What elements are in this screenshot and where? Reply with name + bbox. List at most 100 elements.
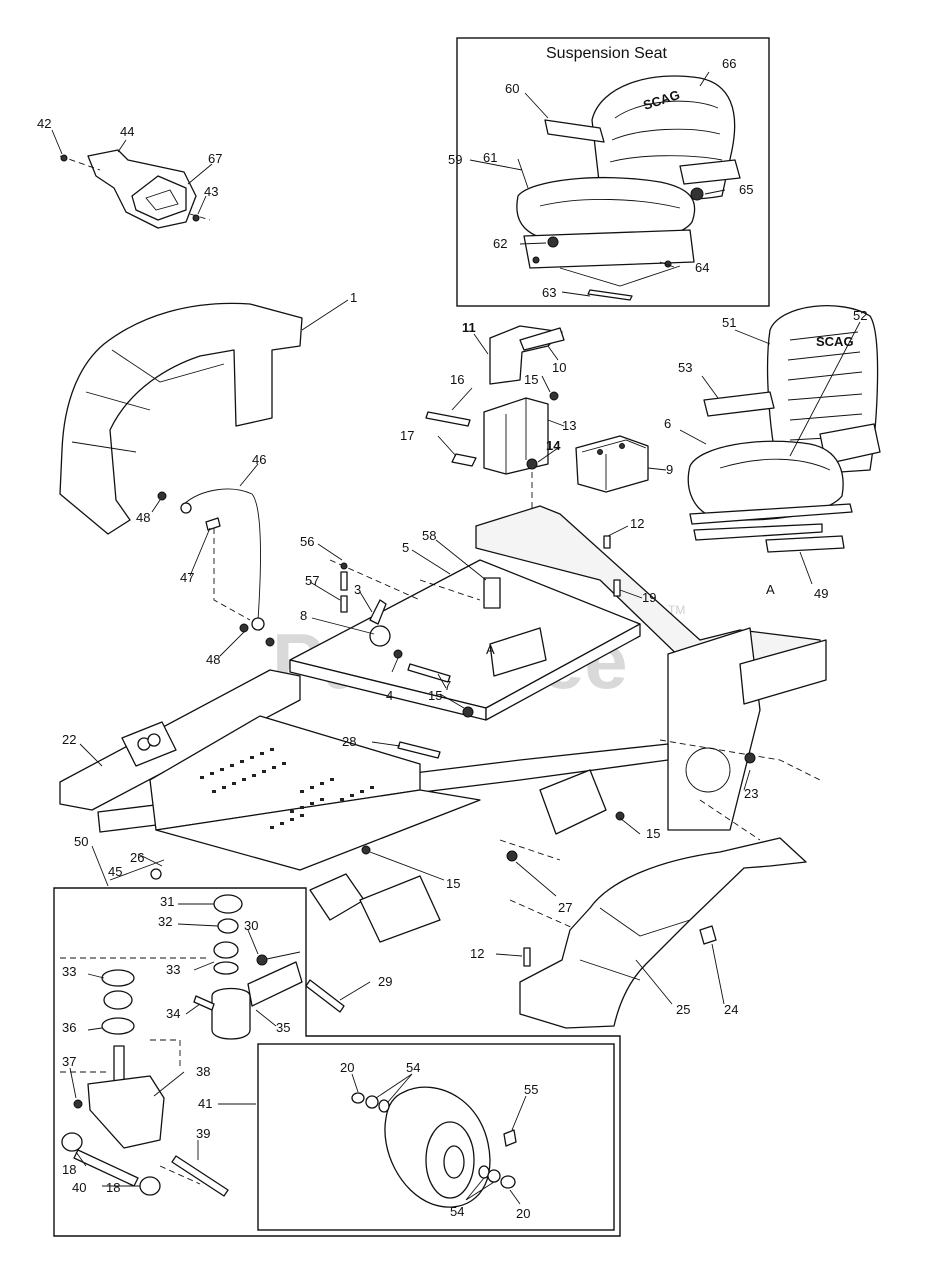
callout-39: 39 (196, 1126, 210, 1141)
nut-15d (615, 811, 625, 821)
cable-terminal (251, 617, 265, 631)
wheel-assembly-group: 41 20 54 55 54 20 (198, 1043, 615, 1231)
callout-7: 7 (444, 678, 451, 693)
nut-15c (361, 845, 371, 855)
floor-plate-26-perforations (200, 748, 374, 829)
washer-20b (500, 1175, 516, 1189)
frame-alignment-dashes (329, 559, 821, 960)
callout-30: 30 (244, 918, 258, 933)
callout-40: 40 (72, 1180, 86, 1195)
callout-1-leader (301, 299, 349, 331)
valve-55 (503, 1129, 517, 1147)
suspension-seat-rod (587, 289, 633, 301)
caster-assembly-group: 50 45 31 32 30 33 33 34 35 36 37 38 39 1… (53, 834, 621, 1237)
tube-35 (211, 987, 251, 1040)
frame-bracket-right (739, 639, 827, 705)
suspension-seat-cushion-seam (539, 199, 681, 209)
frame-leaders (79, 525, 751, 1001)
caster-mount-right (309, 873, 365, 921)
bracket-13 (483, 397, 549, 475)
callout-46: 46 (252, 452, 266, 467)
bolt-16 (425, 411, 471, 427)
armrest-53 (703, 391, 775, 417)
battery-cable-46 (183, 488, 261, 621)
main-frame-group: 5 58 56 57 3 8 A 7 4 15 12 19 22 28 23 1… (59, 505, 827, 1013)
suspension-seat-group: Suspension Seat SCAG 66 60 59 61 65 62 6… (448, 37, 770, 307)
bearing-33a (213, 941, 239, 959)
callout-33b: 33 (62, 964, 76, 979)
callout-58: 58 (422, 528, 436, 543)
callout-12b: 12 (470, 946, 484, 961)
spring-56 (340, 562, 348, 570)
bearing-54b-second (487, 1169, 501, 1183)
caster-mount-left-hole (147, 733, 161, 747)
battery-box-group: 11 10 15 16 13 17 14 9 (400, 320, 673, 508)
suspension-seat-rails (559, 265, 681, 287)
pivot-8 (369, 625, 391, 647)
spacer-18b (139, 1176, 161, 1196)
battery-terminal (619, 443, 625, 449)
plate-67-detail (145, 189, 179, 211)
nut-30 (256, 954, 268, 966)
pin-57 (340, 595, 348, 613)
seat-group: SCAG 51 52 53 6 A 49 (664, 305, 881, 601)
suspension-seat-leaders (469, 71, 726, 297)
nut-14 (526, 458, 538, 470)
nut-43 (192, 214, 200, 222)
nut-48b (239, 623, 249, 633)
reference-a-seat: A (766, 582, 775, 597)
suspension-seat-lever-icon (690, 187, 704, 201)
spacer-18a (61, 1132, 83, 1152)
fender-right-leaders (635, 943, 725, 1005)
callout-10: 10 (552, 360, 566, 375)
callout-9: 9 (666, 462, 673, 477)
bolt-47-path (213, 528, 251, 621)
callout-15d: 15 (646, 826, 660, 841)
callout-17: 17 (400, 428, 414, 443)
suspension-seat-armrest-right (679, 159, 741, 185)
nut-48a (157, 491, 167, 501)
callout-28: 28 (342, 734, 356, 749)
callout-8: 8 (300, 608, 307, 623)
callout-35: 35 (276, 1020, 290, 1035)
battery-9 (575, 435, 649, 493)
callout-36: 36 (62, 1020, 76, 1035)
battery-terminal (597, 449, 603, 455)
battery-box-leaders (437, 333, 667, 471)
fender-25-panel-lines (579, 907, 691, 981)
fork-38 (87, 1075, 165, 1149)
callout-53: 53 (678, 360, 692, 375)
callout-54a: 54 (406, 1060, 420, 1075)
fender-1-panel-lines (71, 349, 225, 453)
bolt-12a (603, 535, 611, 549)
cable-terminal (180, 502, 192, 514)
nut-15 (549, 391, 559, 401)
seat-brand: SCAG (816, 334, 854, 349)
callout-15a: 15 (524, 372, 538, 387)
floor-plate-26 (149, 715, 421, 831)
callout-52: 52 (853, 308, 867, 323)
callout-18a: 18 (62, 1162, 76, 1177)
callout-4: 4 (386, 688, 393, 703)
bolt-39 (171, 1155, 229, 1197)
callout-56: 56 (300, 534, 314, 549)
caster-assembly-leaders (69, 903, 277, 1187)
callout-18b: 18 (106, 1180, 120, 1195)
screw-42 (60, 154, 68, 162)
suspension-seat-base (523, 229, 695, 269)
battery-cable-group: 46 48 47 48 (136, 452, 275, 667)
bearing-54a (365, 1095, 379, 1109)
callout-44: 44 (120, 124, 134, 139)
slide-49 (765, 535, 845, 553)
callout-48a: 48 (136, 510, 150, 525)
seat-back-stitching (787, 331, 865, 441)
pad-10 (519, 327, 565, 351)
callout-24: 24 (724, 1002, 738, 1017)
wheel-hub (443, 1145, 465, 1179)
post-58 (483, 577, 501, 609)
callout-26: 26 (130, 850, 144, 865)
callout-43: 43 (204, 184, 218, 199)
callout-3: 3 (354, 582, 361, 597)
callout-42: 42 (37, 116, 51, 131)
